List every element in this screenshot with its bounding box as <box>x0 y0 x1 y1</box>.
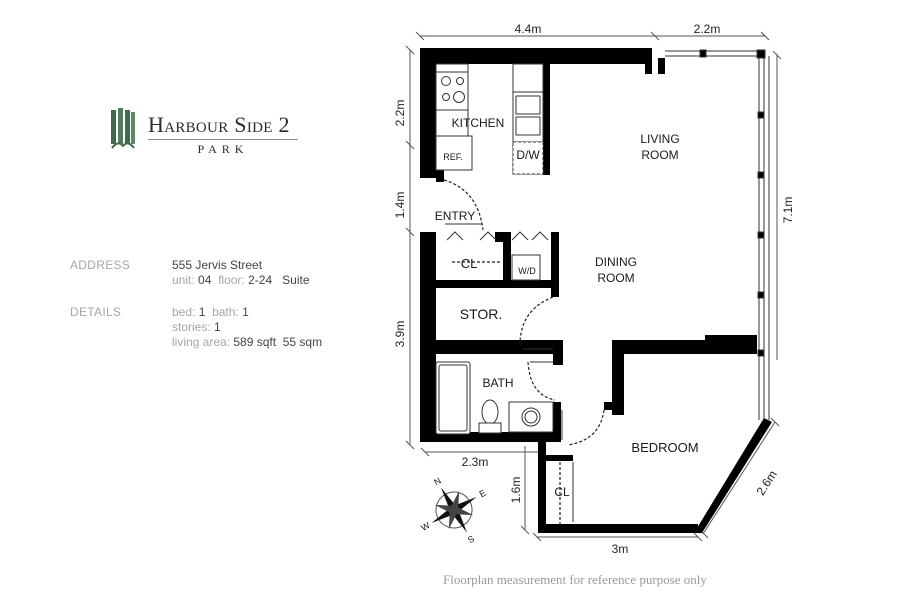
unit-type: Suite <box>282 273 310 287</box>
dim-top-left: 4.4m <box>515 22 542 36</box>
brand-title: Harbour Side 2 <box>148 112 290 137</box>
dim-left-top: 2.2m <box>393 100 407 127</box>
compass-n: N <box>432 475 443 487</box>
compass-w: W <box>419 520 432 533</box>
dim-left-bottom: 3.9m <box>393 321 407 348</box>
room-kitchen: KITCHEN <box>452 116 505 130</box>
dim-closet-height: 1.6m <box>509 477 523 504</box>
bath-count: 1 <box>242 305 249 319</box>
brand-divider <box>148 139 298 140</box>
room-living-2: ROOM <box>641 148 678 162</box>
room-dining-2: ROOM <box>597 271 634 285</box>
walls <box>420 48 772 533</box>
stories-count: 1 <box>214 320 221 334</box>
room-bath: BATH <box>482 376 513 390</box>
dim-bottom-left: 2.3m <box>462 455 489 469</box>
fixture-dw: D/W <box>516 148 540 162</box>
address-label: ADDRESS <box>70 258 131 272</box>
building-logo-icon <box>111 108 135 149</box>
brand-logo: Harbour Side 2 PARK <box>110 108 340 158</box>
room-storage: STOR. <box>460 306 503 322</box>
fixture-ref: REF. <box>443 152 463 162</box>
bed-count: 1 <box>198 305 206 319</box>
area-sqft: 589 sqft <box>233 335 277 349</box>
dim-right: 7.1m <box>781 197 795 224</box>
floor-range: 2-24 <box>248 273 273 287</box>
room-bedroom: BEDROOM <box>631 440 698 455</box>
brand-subtitle: PARK <box>197 142 249 156</box>
dim-top-right: 2.2m <box>694 22 721 36</box>
room-labels: KITCHEN REF. D/W LIVING ROOM ENTRY CL W/… <box>435 116 699 499</box>
room-closet-2: CL <box>554 485 570 499</box>
room-dining-1: DINING <box>595 255 637 269</box>
dimension-lines <box>405 31 782 542</box>
dim-left-mid: 1.4m <box>393 192 407 219</box>
bifold-doors <box>445 223 574 522</box>
street-address: 555 Jervis Street <box>172 258 263 272</box>
room-closet-1: CL <box>461 256 478 271</box>
area-sqm: 55 sqm <box>282 335 323 349</box>
disclaimer: Floorplan measurement for reference purp… <box>443 572 707 587</box>
dim-diagonal: 2.6m <box>754 468 780 498</box>
room-entry: ENTRY <box>435 209 475 223</box>
fixture-wd: W/D <box>518 266 536 276</box>
unit-number: 04 <box>198 273 212 287</box>
room-living-1: LIVING <box>640 132 679 146</box>
dim-bottom: 3m <box>612 542 629 556</box>
details-label: DETAILS <box>70 305 122 319</box>
compass-s: S <box>466 534 476 546</box>
windows <box>561 49 770 440</box>
door-swings <box>443 179 605 524</box>
compass-rose-icon: N E S W <box>419 475 487 546</box>
compass-e: E <box>477 488 487 500</box>
fixtures <box>435 63 554 435</box>
